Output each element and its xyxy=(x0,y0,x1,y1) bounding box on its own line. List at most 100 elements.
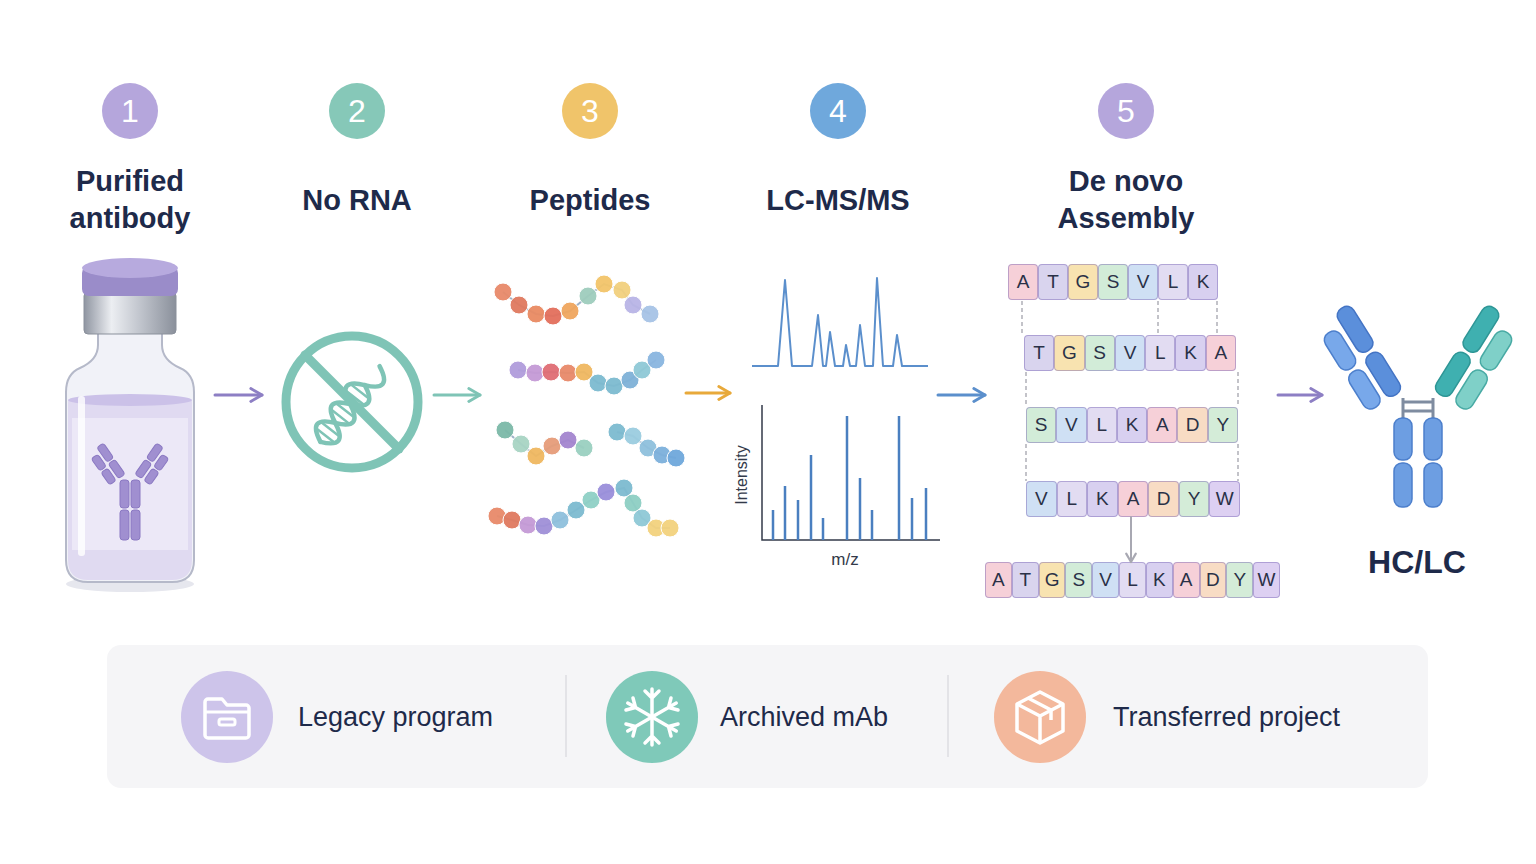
alignment-guides xyxy=(1216,301,1218,335)
amino-acid-tile: A xyxy=(1173,562,1200,598)
peptide-chains xyxy=(503,511,521,529)
step-column: 5De novo AssemblyATGSVLKTGSVLKASVLKADYVL… xyxy=(985,75,1278,600)
no-rna-symbol xyxy=(286,336,418,468)
antibody-illustration xyxy=(1477,328,1515,373)
amino-acid-tile: L xyxy=(1087,407,1117,443)
amino-acid-tile: V xyxy=(1056,407,1086,443)
vial-illustration xyxy=(131,510,140,540)
sequence-row: VLKADYW xyxy=(1026,481,1240,517)
axis-label: m/z xyxy=(831,550,858,570)
folder-icon xyxy=(181,671,273,763)
amino-acid-tile: T xyxy=(1012,562,1039,598)
peptide-chains xyxy=(510,296,528,314)
amino-acid-tile: T xyxy=(1038,264,1068,300)
flow-arrow xyxy=(215,394,262,397)
step-number: 5 xyxy=(1098,83,1154,139)
vial-illustration xyxy=(68,400,192,580)
peptide-chains xyxy=(575,439,593,457)
peptide-chains xyxy=(559,431,577,449)
peptide-chains xyxy=(544,307,562,325)
step-column: 1Purified antibody xyxy=(45,75,215,600)
peptide-chains xyxy=(543,437,561,455)
use-case-item: Archived mAb xyxy=(606,670,936,764)
use-case-band xyxy=(107,645,1428,788)
amino-acid-tile: L xyxy=(1119,562,1146,598)
peptide-chains xyxy=(526,364,544,382)
snowflake-icon xyxy=(624,697,679,737)
vial-illustration xyxy=(82,258,178,278)
peptide-chains xyxy=(613,281,631,299)
folder-icon xyxy=(219,719,235,725)
alignment-guides xyxy=(1237,372,1239,407)
peptide-chains xyxy=(559,364,577,382)
sequence-row: ATGSVLK xyxy=(1008,264,1218,300)
antibody-illustration xyxy=(1424,418,1442,460)
vial-illustration xyxy=(91,454,106,471)
amino-acid-tile: A xyxy=(1206,335,1236,371)
step-number: 3 xyxy=(562,83,618,139)
vial-illustration xyxy=(66,330,194,582)
vial-illustration xyxy=(84,292,176,334)
step-column: 3Peptides xyxy=(480,75,686,600)
amino-acid-tile: V xyxy=(1128,264,1158,300)
use-case-label: Archived mAb xyxy=(720,670,888,764)
use-case-band xyxy=(947,675,949,757)
antibody-illustration xyxy=(1453,367,1491,412)
step-number: 4 xyxy=(810,83,866,139)
box-icon xyxy=(1017,692,1063,743)
peptide-chains xyxy=(597,483,615,501)
vial-illustration xyxy=(154,454,169,471)
alignment-guides xyxy=(1025,372,1027,407)
alignment-guides xyxy=(1237,444,1239,481)
antibody-illustration xyxy=(1394,418,1412,460)
peptide-chains xyxy=(608,423,626,441)
sequence-row: TGSVLKA xyxy=(1024,335,1236,371)
snowflake-icon xyxy=(624,697,679,737)
ms-spectra xyxy=(752,278,928,366)
peptide-chains xyxy=(661,519,679,537)
peptide-chains xyxy=(497,284,676,528)
step-number: 1 xyxy=(102,83,158,139)
ms-spectra xyxy=(752,278,940,540)
snowflake-icon xyxy=(624,697,679,737)
peptide-chains xyxy=(595,275,613,293)
antibody-illustration xyxy=(1346,367,1384,412)
snowflake-icon xyxy=(606,671,698,763)
vial-illustration xyxy=(78,396,85,556)
antibody-illustration xyxy=(1321,328,1359,373)
flow-arrow xyxy=(434,394,480,397)
antibody-illustration xyxy=(1314,303,1522,507)
peptide-chains xyxy=(647,351,665,369)
vial-illustration xyxy=(101,468,116,485)
peptide-chains xyxy=(488,275,685,537)
step-title: Purified antibody xyxy=(50,163,210,237)
amino-acid-tile: A xyxy=(1008,264,1038,300)
amino-acid-tile: A xyxy=(1118,481,1149,517)
amino-acid-tile: Y xyxy=(1179,481,1210,517)
step-column: 4LC-MS/MS xyxy=(730,75,938,600)
peptide-chains xyxy=(527,447,545,465)
peptide-chains xyxy=(579,287,597,305)
use-case-label: Legacy program xyxy=(298,670,493,764)
vial-illustration xyxy=(68,394,192,406)
amino-acid-tile: D xyxy=(1177,407,1207,443)
antibody-node: HC/LC xyxy=(1322,250,1512,600)
amino-acid-tile: Y xyxy=(1208,407,1238,443)
sequence-row: SVLKADY xyxy=(1026,407,1238,443)
step-column: 2No RNA xyxy=(262,75,434,600)
step-title: LC-MS/MS xyxy=(733,163,943,237)
alignment-guides xyxy=(1025,444,1027,481)
amino-acid-tile: G xyxy=(1054,335,1084,371)
alignment-guides xyxy=(1022,301,1238,481)
step-title: Peptides xyxy=(490,163,690,237)
peptide-chains xyxy=(519,516,537,534)
amino-acid-tile: S xyxy=(1026,407,1056,443)
box-icon xyxy=(1017,704,1063,743)
amino-acid-tile: V xyxy=(1092,562,1119,598)
box-icon xyxy=(994,671,1086,763)
peptide-chains xyxy=(509,361,527,379)
amino-acid-tile: S xyxy=(1098,264,1128,300)
